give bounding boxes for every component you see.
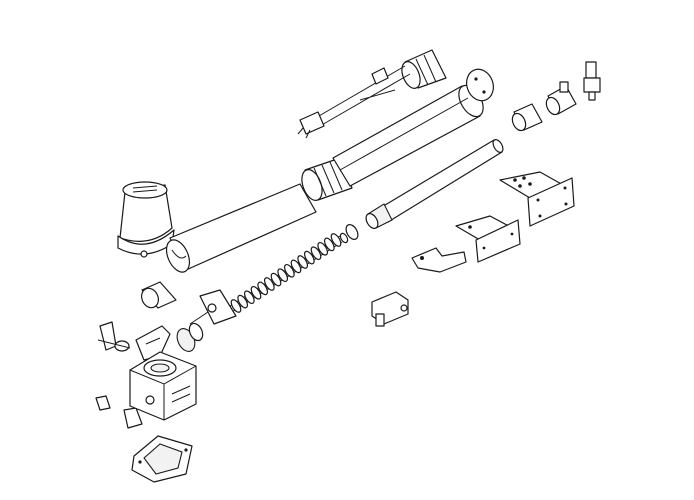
cable-connector <box>297 65 411 139</box>
bracket-medium <box>455 215 521 263</box>
small-key <box>95 395 143 429</box>
bottom-cover <box>131 435 193 483</box>
screw-thread <box>283 263 295 278</box>
screw-thread <box>330 233 342 247</box>
bracket-large <box>499 171 575 227</box>
screw-thread <box>290 259 302 274</box>
fitting-b <box>545 81 577 116</box>
screw-thread <box>270 272 282 287</box>
release-lever <box>135 325 171 361</box>
push-rod <box>365 139 504 229</box>
screw-thread <box>243 290 255 305</box>
screw-thread <box>317 241 329 256</box>
screw-thread <box>323 237 335 252</box>
pin-fitting <box>583 61 601 101</box>
gear <box>176 322 204 352</box>
screw-thread <box>250 285 262 300</box>
screw-thread <box>263 277 275 291</box>
screw-thread <box>237 294 249 309</box>
screw-thread <box>230 299 242 313</box>
limit-switch-block <box>371 291 409 327</box>
screw-thread <box>277 268 289 283</box>
small-clip <box>97 321 131 352</box>
fitting-a <box>511 103 543 132</box>
bracket-small <box>411 247 467 273</box>
screw-thread <box>310 246 322 261</box>
outer-tube <box>165 183 317 273</box>
worm-screw <box>189 224 359 325</box>
top-ring <box>401 49 447 89</box>
motor-housing <box>129 351 197 421</box>
oval-plate <box>466 68 494 102</box>
screw-thread <box>257 281 269 296</box>
screw-thread <box>303 250 315 265</box>
screw-thread <box>297 255 309 269</box>
gearmotor-cover <box>117 181 175 258</box>
bushing <box>141 281 177 309</box>
